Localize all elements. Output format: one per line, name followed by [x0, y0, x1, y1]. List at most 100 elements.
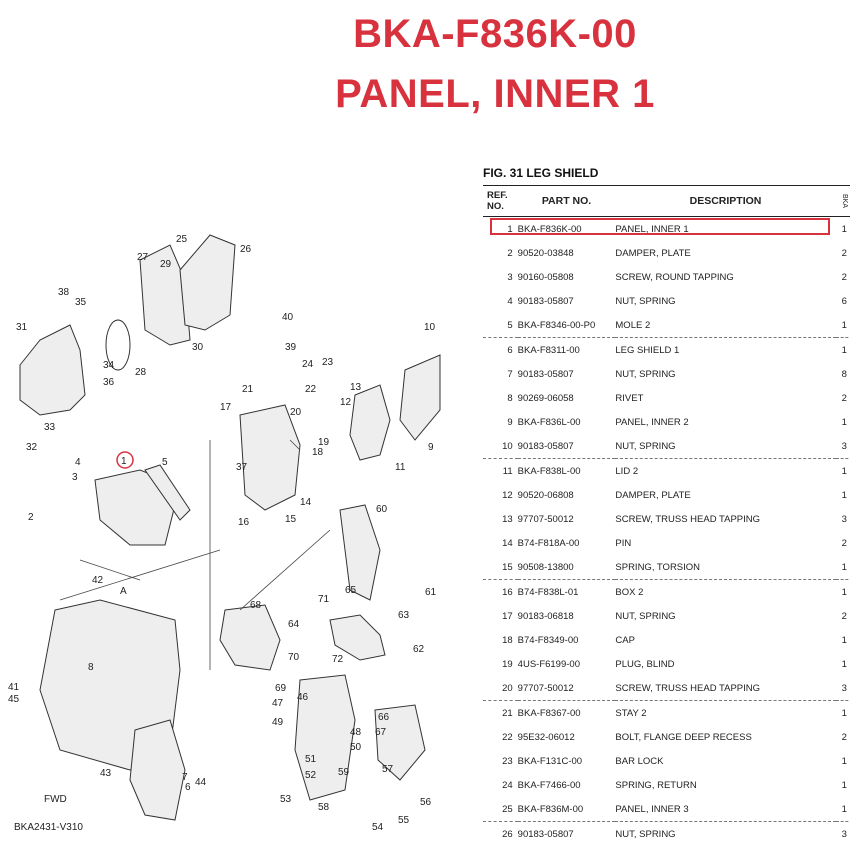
callout-label: 3 — [72, 472, 78, 483]
cell-qty: 1 — [841, 319, 847, 331]
cell-part: B74-F8349-00 — [517, 634, 579, 646]
callout-label: 67 — [375, 727, 387, 738]
cell-desc: SPRING, TORSION — [615, 561, 701, 573]
col-ref-no: REF. NO. — [483, 185, 518, 217]
cell-ref: 2 — [507, 247, 513, 259]
cell-ref: 13 — [502, 513, 513, 525]
cell-ref: 11 — [483, 458, 518, 483]
mole-part — [144, 464, 191, 521]
callout-label: 37 — [236, 462, 248, 473]
cell-qty: 1 — [841, 634, 847, 646]
frame-piece-part — [339, 504, 381, 601]
callout-label: 44 — [195, 777, 207, 788]
table-header-row: REF. NO. PART NO. DESCRIPTION BKA — [483, 185, 850, 217]
callout-label: 43 — [100, 768, 112, 779]
cell-qty: 1 — [841, 561, 847, 573]
callout-label: 64 — [288, 619, 300, 630]
leader-line — [79, 559, 141, 581]
callout-label: 26 — [240, 244, 252, 255]
callout-label: 72 — [332, 654, 344, 665]
leader-line — [289, 439, 301, 451]
cell-qty: 2 — [841, 731, 847, 743]
callout-label: 46 — [297, 692, 309, 703]
cell-qty: 3 — [841, 513, 847, 525]
cell-ref: 21 — [483, 700, 518, 725]
cell-qty: 3 — [835, 821, 850, 846]
col-qty: BKA — [835, 185, 850, 217]
callout-label: 52 — [305, 770, 317, 781]
cell-part: 90508-13800 — [517, 561, 574, 573]
cell-desc: PLUG, BLIND — [615, 658, 675, 670]
cell-qty: 1 — [835, 700, 850, 725]
callout-label: 59 — [338, 767, 350, 778]
cell-qty: 1 — [841, 489, 847, 501]
callout-label: 10 — [424, 322, 436, 333]
cell-desc: PIN — [615, 537, 632, 549]
callout-label: 49 — [272, 717, 284, 728]
inner-panel-3-part — [179, 234, 236, 331]
callout-label: 31 — [16, 322, 28, 333]
cell-ref: 7 — [507, 368, 513, 380]
cell-desc: NUT, SPRING — [615, 295, 676, 307]
callout-label: 17 — [220, 402, 232, 413]
cell-part: BKA-F7466-00 — [517, 779, 581, 791]
cell-qty: 2 — [841, 392, 847, 404]
cell-desc: BOX 2 — [615, 579, 836, 604]
callout-label: 12 — [340, 397, 352, 408]
callout-label: 58 — [318, 802, 330, 813]
part-name-title: PANEL, INNER 1 — [335, 72, 655, 116]
cell-ref: 10 — [502, 440, 513, 452]
callout-label: 63 — [398, 610, 410, 621]
callout-label: 20 — [290, 407, 302, 418]
support-part — [129, 719, 186, 821]
cell-desc: PANEL, INNER 1 — [615, 223, 689, 235]
selected-row-highlight — [490, 218, 830, 235]
cell-part: 4US-F6199-00 — [517, 658, 580, 670]
cell-qty: 1 — [835, 337, 850, 362]
table-row: 15 90508-13800 SPRING, TORSION 1 — [483, 555, 850, 580]
highlight-circle — [116, 451, 134, 469]
cell-qty: 3 — [841, 440, 847, 452]
upper-panel-part — [139, 244, 191, 346]
diagram-code: BKA2431-V310 — [14, 822, 83, 833]
cell-qty: 8 — [841, 368, 847, 380]
cell-desc: BOLT, FLANGE DEEP RECESS — [615, 731, 752, 743]
callout-label: 13 — [350, 382, 362, 393]
cell-qty: 1 — [835, 458, 850, 483]
cell-part: BKA-F838L-00 — [517, 458, 616, 483]
cell-desc: STAY 2 — [615, 700, 836, 725]
cell-ref: 16 — [483, 579, 518, 604]
cell-qty: 1 — [841, 416, 847, 428]
cell-qty: 2 — [841, 610, 847, 622]
callout-label: 30 — [192, 342, 204, 353]
cell-desc: SCREW, ROUND TAPPING — [615, 271, 734, 283]
cell-part: BKA-F8367-00 — [517, 700, 616, 725]
callout-label: 53 — [280, 794, 292, 805]
cell-ref: 12 — [502, 489, 513, 501]
callout-label: 55 — [398, 815, 410, 826]
callout-label: 66 — [378, 712, 390, 723]
callout-label: 4 — [75, 457, 81, 468]
callout-label: 32 — [26, 442, 38, 453]
callout-label: 51 — [305, 754, 317, 765]
cell-part: BKA-F8346-00-P0 — [517, 319, 596, 331]
cell-qty: 1 — [841, 223, 847, 235]
fwd-arrow-label: FWD — [44, 794, 67, 805]
cell-part: 90269-06058 — [517, 392, 574, 404]
cell-ref: 9 — [507, 416, 513, 428]
callout-labels: 1 2 3 4 5 6 7 8 9 10 11 12 13 14 15 16 1… — [8, 234, 437, 833]
callout-label: 56 — [420, 797, 432, 808]
cell-part: 95E32-06012 — [517, 731, 575, 743]
bottom-assembly-part — [294, 674, 356, 801]
cell-ref: 15 — [502, 561, 513, 573]
